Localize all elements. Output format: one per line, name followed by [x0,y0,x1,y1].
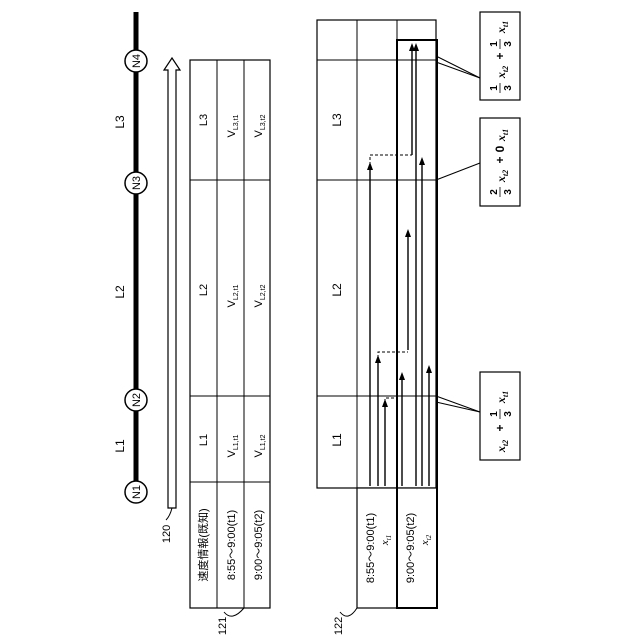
svg-text:3: 3 [503,189,514,195]
svg-text:1: 1 [489,41,500,47]
speed-table: 速度情報(既知) L1 L2 L3 8:55～9:00(t1) VL1,t1 V… [190,60,270,635]
direction-arrow: 120 [161,58,180,543]
ref-label-120: 120 [161,525,173,543]
link-label-l1: L1 [113,439,127,453]
travel-col-l1: L1 [330,433,344,447]
svg-text:3: 3 [503,41,514,47]
period-box-t2 [397,488,437,608]
node-n2: N2 [125,389,147,411]
svg-text:+: + [493,424,507,431]
node-label: N1 [131,485,143,499]
speed-table-header: 速度情報(既知) [196,508,210,581]
node-n1: N1 [125,481,147,503]
svg-text:2: 2 [489,189,500,195]
node-label: N4 [131,54,143,68]
speed-col-l2: L2 [198,284,210,296]
ref-leader-122 [340,608,357,616]
formula-callout-1: xt2 + 1 3 xt1 [436,372,520,460]
formula-callout-3: 1 3 xt2 + 1 3 xt1 [436,12,520,100]
svg-text:1: 1 [489,411,500,417]
speed-col-l1: L1 [198,434,210,446]
speed-col-l3: L3 [198,114,210,126]
svg-text:0: 0 [493,145,507,152]
node-n4: N4 [125,50,147,72]
speed-row-t2-period: 9:00～9:05(t2) [253,510,265,580]
link-label-l3: L3 [113,115,127,129]
node-n3: N3 [125,172,147,194]
node-label: N3 [131,176,143,190]
svg-text:3: 3 [503,85,514,91]
speed-row-t1-period: 8:55～9:00(t1) [226,510,238,580]
node-label: N2 [131,393,143,407]
formula-callout-2: 2 3 xt2 + 0 xt1 [436,118,520,206]
svg-text:1: 1 [489,85,500,91]
link-label-l2: L2 [113,285,127,299]
svg-text:3: 3 [503,411,514,417]
svg-text:+: + [493,52,507,59]
road-line: N1 N2 N3 N4 L1 L2 L3 [113,12,147,503]
travel-col-l2: L2 [330,283,344,297]
travel-table: L1 L2 L3 8:55～9:00(t1) xt1 9:00～9:05(t2)… [317,20,437,635]
period-box-t1 [357,488,397,608]
ref-label-122: 122 [333,617,345,635]
travel-row-t2-period: 9:00～9:05(t2) [405,513,417,583]
travel-col-l3: L3 [330,113,344,127]
ref-leader-121 [224,608,244,616]
svg-text:+: + [493,156,507,163]
ref-label-121: 121 [217,617,229,635]
travel-row-t1-period: 8:55～9:00(t1) [365,513,377,583]
